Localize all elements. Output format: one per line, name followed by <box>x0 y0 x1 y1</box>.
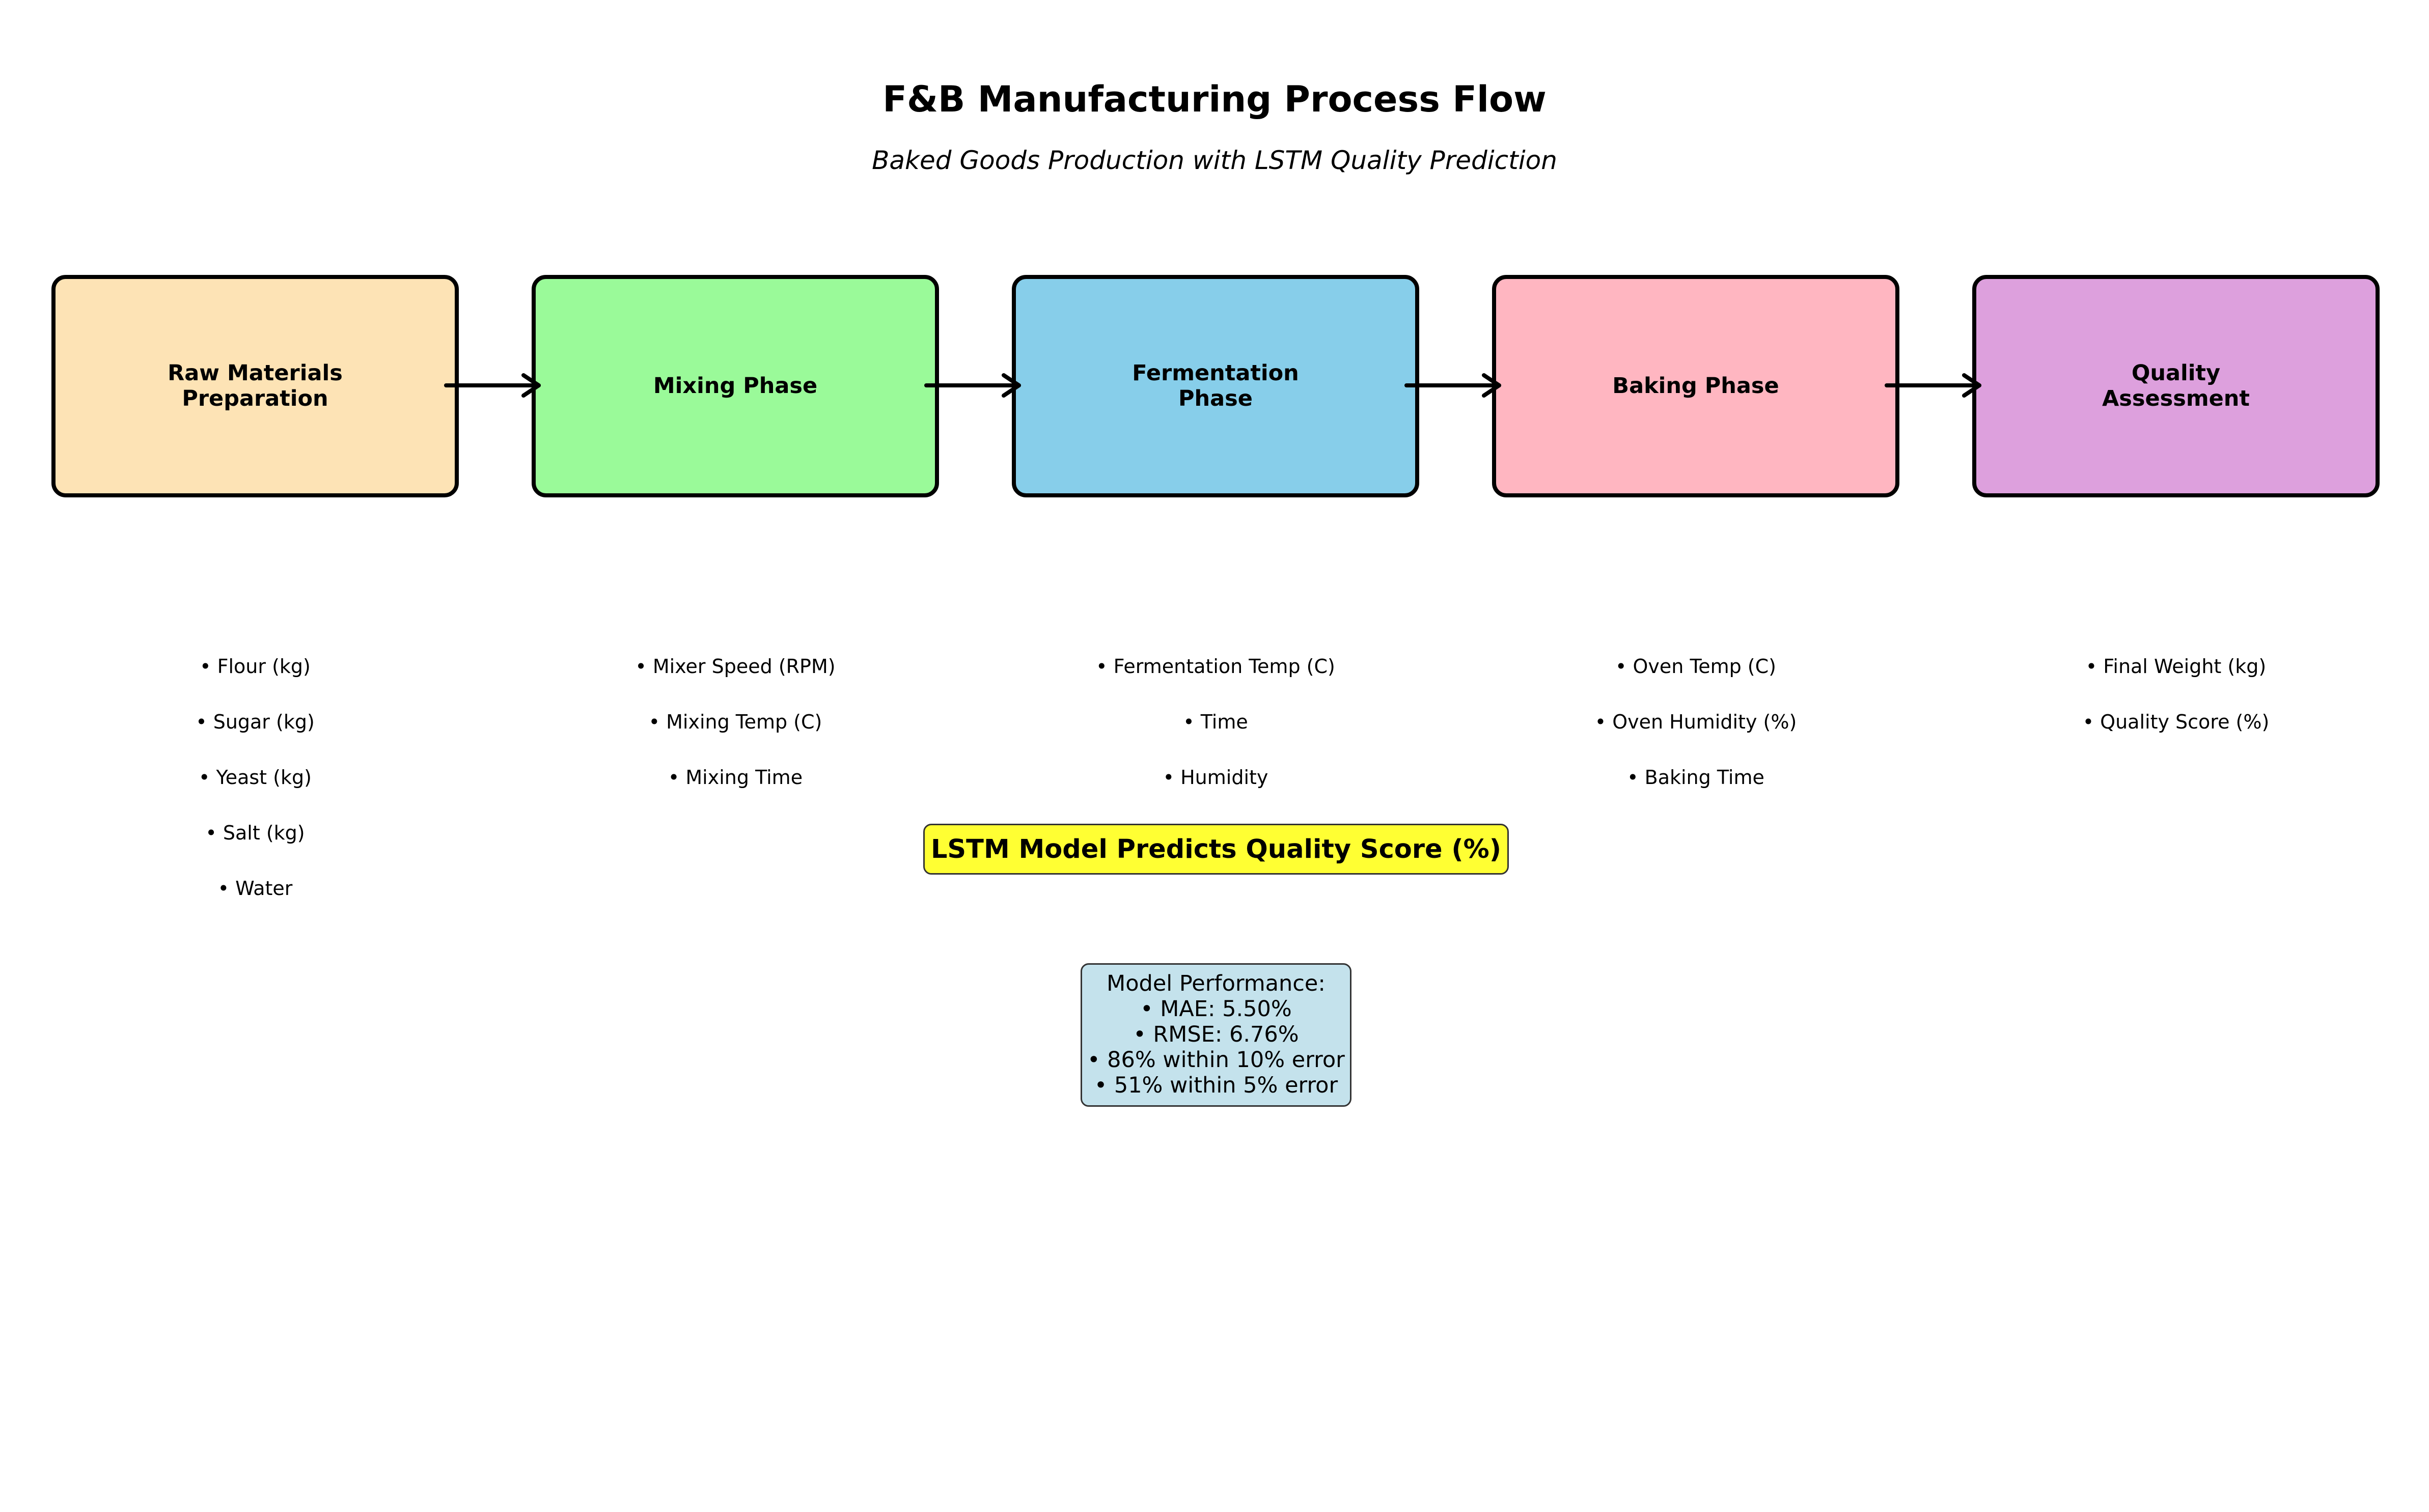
arrow-icon <box>1404 373 1501 398</box>
diagram-subtitle: Baked Goods Production with LSTM Quality… <box>872 146 1557 175</box>
performance-metric: • RMSE: 6.76% <box>1133 1022 1299 1048</box>
param-item: • Water <box>217 877 293 900</box>
param-item: • Baking Time <box>1627 766 1764 789</box>
arrow-icon <box>1885 373 1981 398</box>
phase-box-fermentation: Fermentation Phase <box>1012 275 1419 497</box>
param-item: • Salt (kg) <box>205 822 305 844</box>
phase-label: Mixing Phase <box>653 373 818 399</box>
param-item: • Quality Score (%) <box>2082 711 2270 733</box>
phase-label: Baking Phase <box>1612 373 1779 399</box>
param-item: • Oven Temp (C) <box>1615 655 1776 678</box>
phase-box-quality: Quality Assessment <box>1972 275 2380 497</box>
param-item: • Mixer Speed (RPM) <box>635 655 836 678</box>
performance-heading: Model Performance: <box>1107 971 1326 997</box>
param-list-quality: • Final Weight (kg) • Quality Score (%) <box>1972 657 2380 768</box>
param-item: • Sugar (kg) <box>196 711 315 733</box>
phase-label: Raw Materials Preparation <box>168 360 343 411</box>
param-list-raw-materials: • Flour (kg) • Sugar (kg) • Yeast (kg) •… <box>51 657 459 934</box>
param-item: • Mixing Temp (C) <box>648 711 822 733</box>
arrow-icon <box>924 373 1021 398</box>
model-performance-box: Model Performance: • MAE: 5.50% • RMSE: … <box>1081 963 1351 1107</box>
param-list-baking: • Oven Temp (C) • Oven Humidity (%) • Ba… <box>1492 657 1899 823</box>
param-item: • Fermentation Temp (C) <box>1096 655 1335 678</box>
param-item: • Mixing Time <box>668 766 803 789</box>
param-item: • Time <box>1183 711 1248 733</box>
phase-box-raw-materials: Raw Materials Preparation <box>51 275 459 497</box>
performance-metric: • MAE: 5.50% <box>1140 996 1292 1022</box>
param-item: • Yeast (kg) <box>199 766 312 789</box>
phase-label: Quality Assessment <box>2102 360 2250 411</box>
param-item: • Oven Humidity (%) <box>1594 711 1797 733</box>
performance-metric: • 51% within 5% error <box>1094 1072 1338 1098</box>
arrow-icon <box>444 373 541 398</box>
param-list-mixing: • Mixer Speed (RPM) • Mixing Temp (C) • … <box>532 657 939 823</box>
lstm-prediction-banner: LSTM Model Predicts Quality Score (%) <box>923 824 1509 875</box>
param-item: • Final Weight (kg) <box>2085 655 2267 678</box>
diagram-title: F&B Manufacturing Process Flow <box>882 78 1547 120</box>
param-list-fermentation: • Fermentation Temp (C) • Time • Humidit… <box>1012 657 1419 823</box>
param-item: • Flour (kg) <box>200 655 311 678</box>
param-item: • Humidity <box>1163 766 1268 789</box>
phase-label: Fermentation Phase <box>1132 360 1299 411</box>
phase-box-baking: Baking Phase <box>1492 275 1899 497</box>
performance-metric: • 86% within 10% error <box>1087 1047 1345 1073</box>
